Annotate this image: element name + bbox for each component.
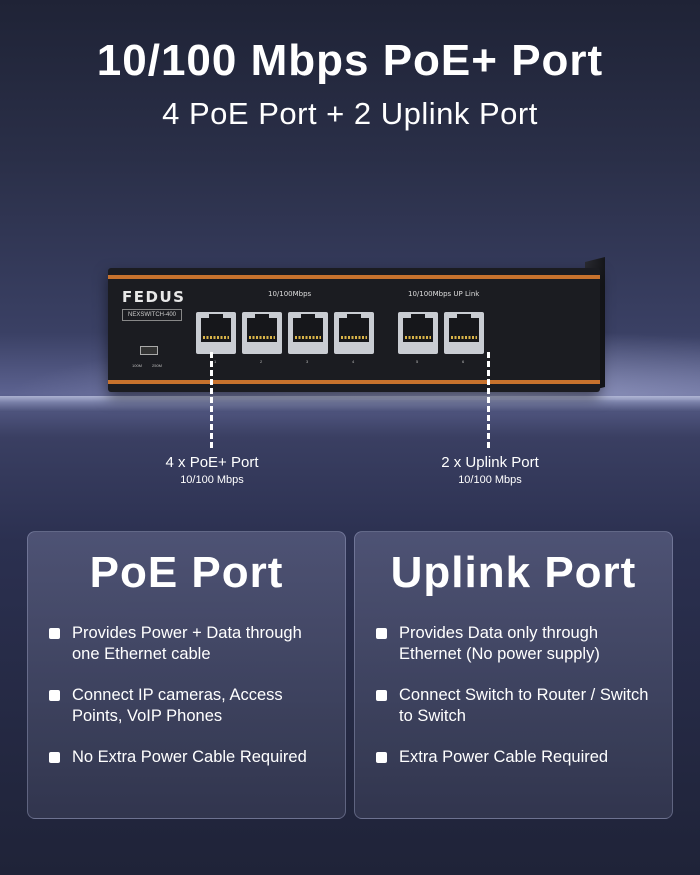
uplink-group-label: 10/100Mbps UP Link <box>408 290 480 298</box>
list-item: Provides Power + Data through one Ethern… <box>48 623 333 665</box>
shelf <box>0 396 700 412</box>
bullet-square-icon <box>376 752 387 763</box>
poe-group-label: 10/100Mbps <box>268 290 312 298</box>
led-label-250m: 250M <box>152 363 163 368</box>
list-item: No Extra Power Cable Required <box>48 747 333 768</box>
list-item: Connect IP cameras, Access Points, VoIP … <box>48 685 333 727</box>
page-subtitle: 4 PoE Port + 2 Uplink Port <box>162 96 538 131</box>
bullet-square-icon <box>49 752 60 763</box>
uplink-port-panel: Uplink Port Provides Data only through E… <box>354 531 673 819</box>
poe-port-panel: PoE Port Provides Power + Data through o… <box>27 531 346 819</box>
port-number-2: 2 <box>260 359 263 364</box>
page-title: 10/100 Mbps PoE+ Port <box>96 36 604 85</box>
poe-feature-list: Provides Power + Data through one Ethern… <box>48 623 333 788</box>
poe-port-2 <box>242 312 282 354</box>
brand-logo: FEDUS <box>122 288 186 306</box>
bullet-square-icon <box>49 690 60 701</box>
accent-stripe-top <box>108 275 600 279</box>
list-item: Provides Data only through Ethernet (No … <box>375 623 660 665</box>
uplink-panel-title: Uplink Port <box>390 548 637 597</box>
uplink-port-6 <box>444 312 484 354</box>
uplink-callout-label: 2 x Uplink Port <box>441 454 539 471</box>
model-label: NEXSWITCH-400 <box>122 309 182 321</box>
poe-port-4 <box>334 312 374 354</box>
list-item: Connect Switch to Router / Switch to Swi… <box>375 685 660 727</box>
uplink-feature-list: Provides Data only through Ethernet (No … <box>375 623 660 788</box>
port-number-4: 4 <box>352 359 355 364</box>
poe-callout: 4 x PoE+ Port 10/100 Mbps <box>132 454 292 486</box>
port-number-3: 3 <box>306 359 309 364</box>
poe-port-3 <box>288 312 328 354</box>
usb-port-icon <box>140 346 158 355</box>
poe-port-1 <box>196 312 236 354</box>
port-number-1: 1 <box>214 359 217 364</box>
network-switch: FEDUS NEXSWITCH-400 100M 250M 10/100Mbps… <box>108 268 600 392</box>
poe-callout-speed: 10/100 Mbps <box>180 474 244 486</box>
list-item: Extra Power Cable Required <box>375 747 660 768</box>
uplink-callout: 2 x Uplink Port 10/100 Mbps <box>405 454 575 486</box>
poe-callout-line <box>210 352 213 448</box>
uplink-port-5 <box>398 312 438 354</box>
port-number-6: 6 <box>462 359 465 364</box>
uplink-callout-line <box>487 352 490 448</box>
bullet-square-icon <box>376 690 387 701</box>
poe-panel-title: PoE Port <box>89 548 284 597</box>
bullet-square-icon <box>376 628 387 639</box>
port-number-5: 5 <box>416 359 419 364</box>
uplink-callout-speed: 10/100 Mbps <box>458 474 522 486</box>
led-label-100m: 100M <box>132 363 143 368</box>
bullet-square-icon <box>49 628 60 639</box>
poe-callout-label: 4 x PoE+ Port <box>165 454 259 471</box>
accent-stripe-bottom <box>108 380 600 384</box>
